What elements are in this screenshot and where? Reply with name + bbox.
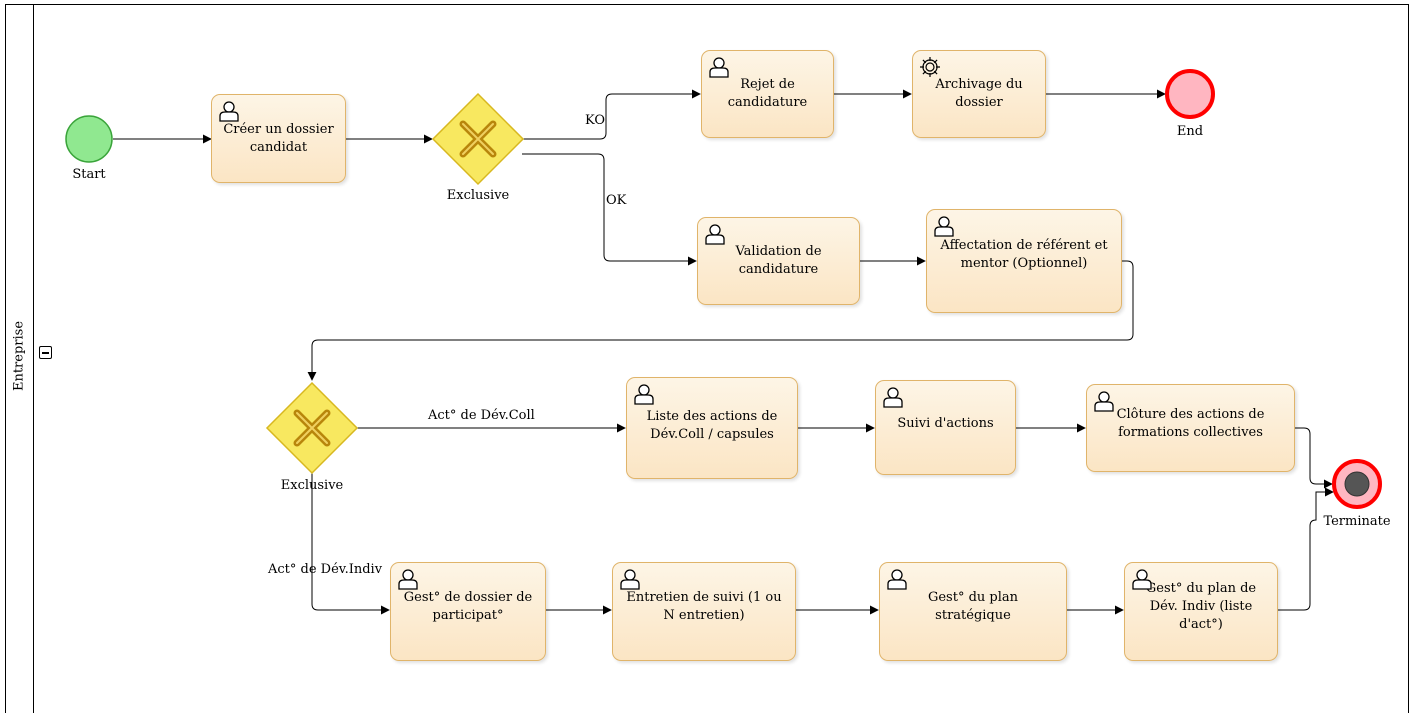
task-label: Gest° du plan de Dév. Indiv (liste d'act… [1145,580,1257,632]
gear-icon [920,57,940,77]
terminate-event-label: Terminate [1323,514,1391,529]
task-entretien-suivi[interactable]: Entretien de suivi (1 ou N entretien) [612,562,796,661]
exclusive-gateway-2 [265,381,359,475]
task-rejet-candidature[interactable]: Rejet de candidature [701,50,834,138]
exclusive-gateway-1 [431,92,525,186]
user-icon [887,569,907,590]
collapse-button[interactable] [39,346,52,359]
task-liste-actions[interactable]: Liste des actions de Dév.Coll / capsules [626,377,798,479]
terminate-event-marker [1344,471,1370,497]
user-icon [934,216,954,237]
user-icon [883,387,903,408]
task-gest-dossier-participat[interactable]: Gest° de dossier de participat° [390,562,546,661]
task-gest-plan-strategique[interactable]: Gest° du plan stratégique [879,562,1067,661]
task-label: Gest° de dossier de participat° [403,589,533,623]
user-icon [398,569,418,590]
task-label: Archivage du dossier [935,77,1023,110]
task-affectation-referent[interactable]: Affectation de référent et mentor (Optio… [926,209,1122,313]
end-event-label: End [1176,124,1204,139]
lane-header [5,4,34,713]
task-label: Rejet de candidature [727,77,808,110]
flow-gw1-rejet [522,89,701,140]
flow-label-dev-indiv: Act° de Dév.Indiv [268,562,383,577]
task-label: Affectation de référent et mentor (Optio… [940,238,1108,271]
task-label: Entretien de suivi (1 ou N entretien) [626,589,782,623]
flow-gw2-gestdossier [311,470,390,615]
task-validation-candidature[interactable]: Validation de candidature [697,217,860,305]
flow-label-ko: KO [585,113,606,128]
flow-label-ok: OK [606,193,627,208]
gateway-2-label: Exclusive [280,478,344,493]
task-label: Validation de candidature [735,244,822,277]
task-cloture-actions[interactable]: Clôture des actions de formations collec… [1086,384,1295,472]
end-event [1165,69,1215,119]
user-icon [709,57,729,78]
task-label: Gest° du plan stratégique [927,589,1019,623]
task-label: Suivi d'actions [897,415,994,431]
task-suivi-actions[interactable]: Suivi d'actions [875,380,1016,475]
start-event-label: Start [72,167,106,182]
flow-cloture-terminate [1295,427,1333,489]
gateway-1-label: Exclusive [446,188,510,203]
start-event [65,115,113,163]
user-icon [620,569,640,590]
flow-affectation-gw2 [307,260,1134,381]
user-icon [1094,391,1114,412]
flow-gw1-validation [522,153,697,266]
user-icon [219,101,239,122]
task-label: Créer un dossier candidat [223,121,334,155]
task-archivage-dossier[interactable]: Archivage du dossier [912,50,1046,138]
task-label: Clôture des actions de formations collec… [1116,407,1265,440]
pool-frame [5,4,1409,713]
task-creer-dossier[interactable]: Créer un dossier candidat [211,94,346,183]
task-gest-plan-dev-indiv[interactable]: Gest° du plan de Dév. Indiv (liste d'act… [1124,562,1278,661]
user-icon [705,224,725,245]
user-icon [634,384,654,405]
flow-label-dev-coll: Act° de Dév.Coll [428,408,535,423]
flow-gestplandev-terminate [1278,487,1334,611]
user-icon [1132,569,1152,590]
task-label: Liste des actions de Dév.Coll / capsules [646,409,778,442]
